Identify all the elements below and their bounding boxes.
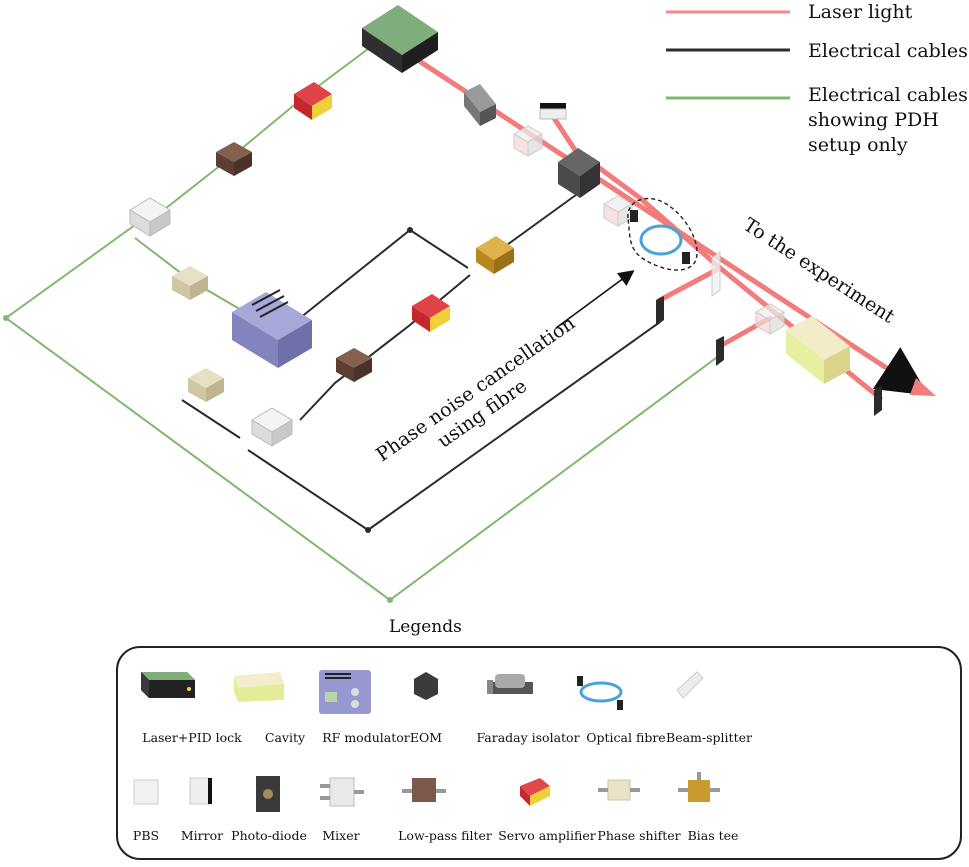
legend-label: Faraday isolator bbox=[476, 730, 580, 745]
legend-item-mirror: Mirror bbox=[181, 772, 294, 867]
pdh-cables-label-line2: showing PDH bbox=[808, 109, 939, 131]
fibre-highlight-outline bbox=[627, 197, 698, 271]
cavity-icon bbox=[234, 672, 284, 702]
cable-junction bbox=[387, 597, 393, 603]
legend-label: Low-pass filter bbox=[398, 828, 492, 843]
eom bbox=[558, 148, 600, 198]
legend-label: PBS bbox=[132, 828, 160, 843]
mixer-icon bbox=[320, 777, 364, 807]
legend-item-eom: EOM bbox=[406, 662, 516, 757]
laser-light-label: Laser light bbox=[808, 1, 913, 23]
legend-label: Mixer bbox=[322, 828, 360, 843]
legend-item-beam-splitter: Beam-splitter bbox=[666, 662, 779, 757]
cable-junction bbox=[407, 227, 413, 233]
servo-amplifier bbox=[412, 294, 450, 332]
legend-label: Phase shifter bbox=[597, 828, 681, 843]
pbs-icon bbox=[133, 779, 159, 805]
line-style-legend: Laser light Electrical cables Electrical… bbox=[666, 1, 968, 156]
optical-fibre-icon bbox=[577, 676, 623, 710]
pdh-cables bbox=[4, 39, 721, 602]
legend-item-cavity: Cavity bbox=[230, 662, 340, 757]
faraday-isolator-icon bbox=[487, 674, 533, 694]
beam-splitter-icon bbox=[676, 671, 704, 699]
legend-item-pbs: PBS bbox=[128, 772, 238, 867]
legend-item-phase-shifter: Phase shifter bbox=[596, 772, 706, 867]
legend-item-rf-modulator: RF modulator bbox=[311, 662, 421, 757]
photo-diode-icon bbox=[256, 776, 280, 812]
mixer bbox=[251, 407, 293, 447]
bias-tee bbox=[476, 236, 514, 274]
legend-title: Legends bbox=[389, 617, 462, 637]
legend-item-photo-diode: Photo-diode bbox=[231, 772, 362, 867]
legend-label: Cavity bbox=[264, 730, 306, 745]
beam-splitter bbox=[711, 251, 721, 297]
legend-label: Beam-splitter bbox=[666, 730, 752, 745]
legend-item-mixer: Mixer bbox=[318, 772, 428, 867]
pdh-cables-label-line3: setup only bbox=[808, 134, 908, 156]
laser-pid-lock bbox=[362, 5, 438, 73]
bias-tee-icon bbox=[678, 772, 720, 802]
mixer bbox=[129, 197, 171, 237]
legend-item-laser-pid: Laser+PID lock bbox=[137, 662, 247, 757]
electrical-cables-label: Electrical cables bbox=[808, 40, 968, 62]
legend-item-low-pass-filter: Low-pass filter bbox=[398, 772, 510, 867]
rf-modulator bbox=[232, 289, 312, 368]
mirror bbox=[539, 103, 567, 120]
legend-item-servo-amplifier: Servo amplifier bbox=[498, 772, 620, 867]
legend-label: RF modulator bbox=[322, 730, 410, 745]
servo-amplifier-icon bbox=[520, 778, 550, 806]
legend-label: Mirror bbox=[180, 828, 224, 843]
photo-diode bbox=[656, 296, 664, 326]
legend-label: Laser+PID lock bbox=[142, 730, 242, 745]
pbs bbox=[602, 195, 634, 227]
optical-setup-diagram: Laser light Electrical cables Electrical… bbox=[3, 1, 968, 603]
phase-shifter bbox=[188, 368, 224, 402]
phase-noise-note: Phase noise cancellation using fibre bbox=[372, 312, 579, 466]
legend-item-optical-fibre: Optical fibre bbox=[573, 662, 683, 757]
pdh-cables-label-line1: Electrical cables bbox=[808, 84, 968, 106]
faraday-isolator bbox=[464, 84, 496, 126]
low-pass-filter bbox=[336, 348, 372, 382]
eom-icon bbox=[414, 672, 438, 700]
phase-shifter bbox=[172, 266, 208, 300]
electrical-cables bbox=[181, 191, 661, 532]
legend-item-faraday-isolator: Faraday isolator bbox=[476, 662, 591, 757]
phase-noise-label-line1: Phase noise cancellation bbox=[372, 312, 579, 466]
phase-noise-arrow bbox=[555, 270, 635, 329]
optical-fibre bbox=[630, 210, 690, 264]
legend-item-bias-tee: Bias tee bbox=[676, 772, 786, 867]
legend-label: EOM bbox=[409, 730, 443, 745]
photo-diode bbox=[716, 336, 724, 366]
phase-shifter-icon bbox=[598, 779, 640, 801]
legend-label: Photo-diode bbox=[231, 828, 307, 843]
legend-label: Bias tee bbox=[687, 828, 739, 843]
legend-label: Optical fibre bbox=[586, 730, 666, 745]
servo-amplifier bbox=[294, 82, 332, 120]
cavity bbox=[786, 316, 850, 384]
legend-label: Servo amplifier bbox=[498, 828, 596, 843]
rf-modulator-icon bbox=[319, 670, 371, 714]
pbs bbox=[512, 125, 544, 157]
low-pass-filter-icon bbox=[402, 778, 446, 802]
pbs bbox=[754, 303, 786, 335]
cable-junction bbox=[3, 315, 9, 321]
photo-diode bbox=[874, 386, 882, 416]
cable-junction bbox=[365, 527, 371, 533]
mirror-icon bbox=[189, 777, 212, 805]
legend-box bbox=[116, 646, 962, 860]
laser-arrowhead bbox=[910, 378, 936, 396]
low-pass-filter bbox=[216, 142, 252, 176]
laser-pid-icon bbox=[141, 672, 195, 698]
